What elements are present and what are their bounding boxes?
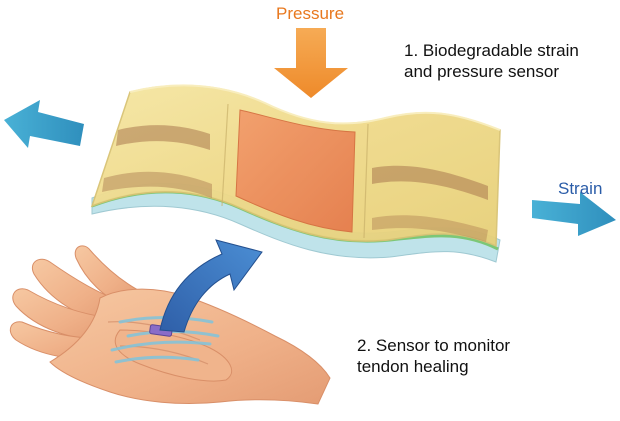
caption-1-line-2: and pressure sensor: [404, 62, 559, 82]
sensor-electrode-right: [372, 165, 488, 200]
hand-illustration: [9, 245, 331, 405]
sensor-electrode-left: [116, 125, 210, 150]
pressure-label: Pressure: [276, 4, 345, 23]
caption-1-line-1: 1. Biodegradable strain: [404, 41, 579, 60]
sensor-pressure-pad: [235, 109, 356, 233]
sensor-film: [90, 84, 501, 248]
strain-arrow-right: [532, 192, 616, 236]
tendon-mark: [110, 340, 212, 352]
tendon-mark: [114, 355, 200, 364]
strain-arrow-left: [4, 100, 84, 148]
caption-biodegradable-sensor: 1. Biodegradable strain and pressure sen…: [404, 40, 579, 83]
pointer-arrow: [159, 239, 263, 333]
caption-2-line-2: tendon healing: [357, 357, 469, 377]
strain-label: Strain: [558, 179, 603, 198]
pressure-arrow: [274, 28, 348, 98]
caption-2-line-1: 2. Sensor to monitor: [357, 336, 511, 355]
sensor-electrode-right-lower: [372, 215, 488, 242]
caption-tendon-monitoring: 2. Sensor to monitor tendon healing: [357, 335, 510, 378]
sensor-electrode-left-lower: [102, 171, 212, 198]
